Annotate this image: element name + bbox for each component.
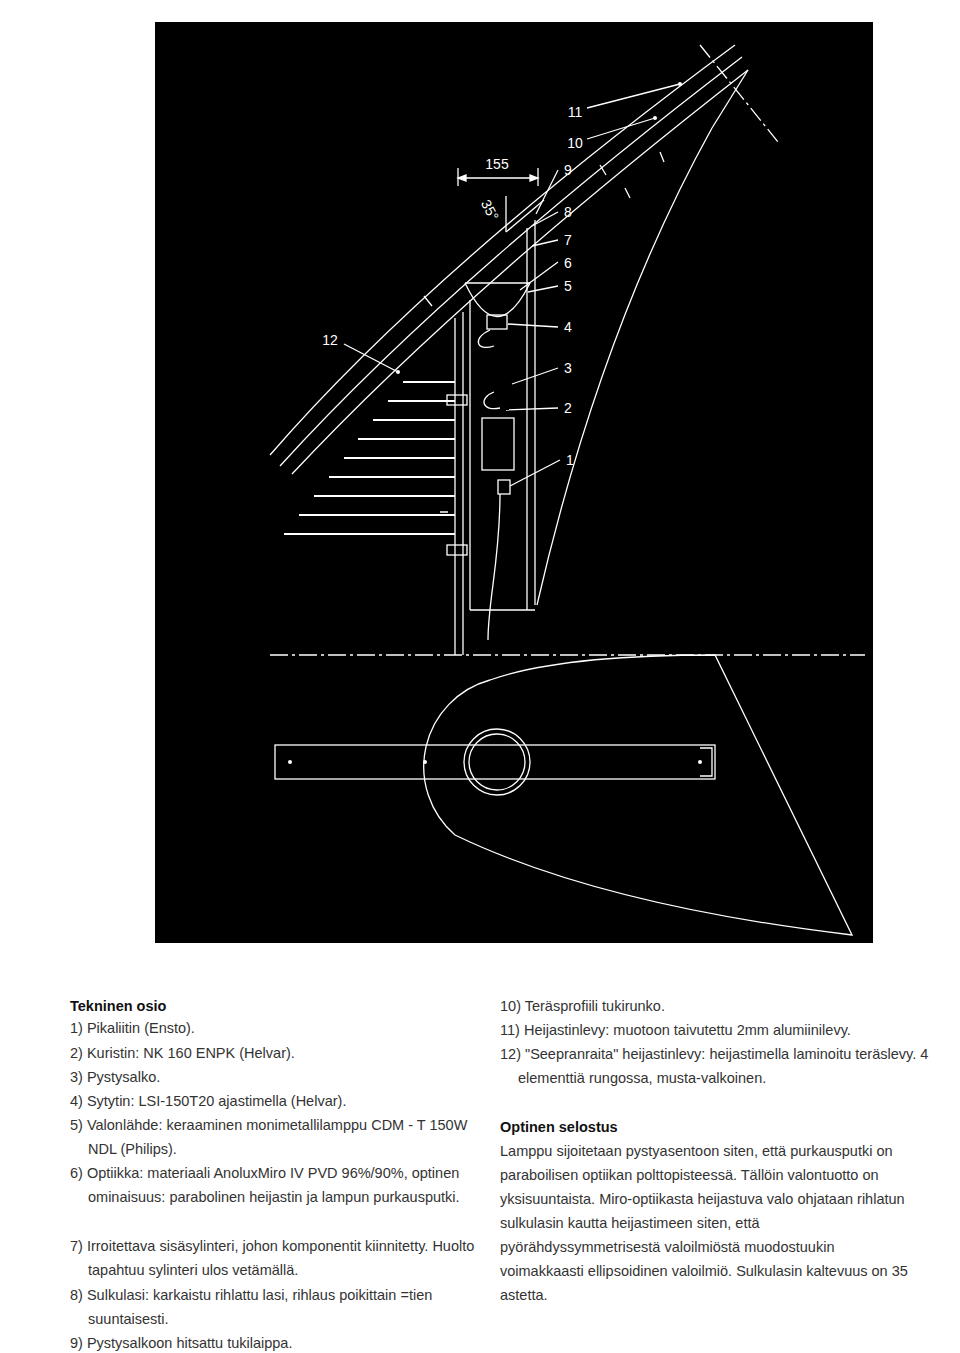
- cylinder: [470, 609, 535, 610]
- wire: [484, 392, 500, 409]
- spec-item: 5) Valonlähde: keraaminen monimetallilam…: [70, 1113, 488, 1161]
- spec-item: 3) Pystysalko.: [70, 1065, 488, 1089]
- zebra-stripe: [388, 400, 455, 402]
- body-text: Lamppu sijoitetaan pystyasentoon siten, …: [500, 1139, 920, 1307]
- callout-number: 7: [564, 232, 572, 248]
- pole-section: [464, 729, 530, 795]
- leader-line: [520, 262, 558, 290]
- zebra-stripe: [344, 457, 455, 459]
- leader-line: [536, 170, 558, 214]
- cylinder: [534, 220, 535, 605]
- section-heading: Optinen selostus: [500, 1115, 618, 1139]
- pole: [454, 318, 455, 655]
- zebra-stripe: [329, 476, 455, 478]
- callout-number: 4: [564, 319, 572, 335]
- optic: [465, 282, 530, 283]
- leader-dot: [678, 82, 682, 86]
- bolt-dot: [288, 760, 292, 764]
- angle-line: [505, 196, 506, 232]
- spec-item: 6) Optiikka: materiaali AnoluxMiro IV PV…: [70, 1161, 488, 1209]
- wire: [488, 494, 500, 640]
- connector: [498, 480, 510, 494]
- zebra-stripe: [373, 419, 455, 421]
- zebra-stripe: [314, 495, 455, 497]
- zebra-stripe: [358, 438, 455, 440]
- plan-outline: [424, 655, 852, 935]
- reflector-plate: [280, 57, 742, 466]
- leader-line: [512, 368, 558, 384]
- spec-item: 10) Teräsprofiili tukirunko.: [500, 994, 938, 1018]
- callout-number: 1: [566, 452, 574, 468]
- callout-number: 9: [564, 162, 572, 178]
- ballast: [482, 418, 514, 470]
- pole-section: [469, 734, 525, 790]
- bolt-dot: [423, 760, 427, 764]
- section-title: Tekninen osio: [70, 994, 166, 1018]
- spec-item: 4) Sytytin: LSI-150T20 ajastimella (Helv…: [70, 1089, 488, 1113]
- callout-number: 2: [564, 400, 572, 416]
- callout-number: 5: [564, 278, 572, 294]
- reflector-plate: [270, 45, 735, 455]
- leader-line: [506, 408, 558, 410]
- spec-item: 8) Sulkulasi: karkaistu rihlattu lasi, r…: [70, 1283, 488, 1331]
- zebra-stripe: [284, 533, 455, 535]
- callout-number: 8: [564, 204, 572, 220]
- callout-number: 3: [564, 360, 572, 376]
- spec-item: 11) Heijastinlevy: muotoon taivutettu 2m…: [500, 1018, 938, 1042]
- blade-edge: [537, 128, 712, 605]
- leader-dot: [653, 116, 657, 120]
- spec-item: 7) Irroitettava sisäsylinteri, johon kom…: [70, 1234, 488, 1282]
- leader-line: [587, 118, 655, 139]
- dimension-label: 155: [485, 156, 508, 172]
- axis-line: [270, 654, 865, 655]
- callout-number: 12: [322, 332, 338, 348]
- leader-line: [510, 460, 560, 486]
- spec-item: 1) Pikaliitin (Ensto).: [70, 1016, 488, 1040]
- flange: [447, 545, 467, 555]
- leader-line: [532, 212, 558, 226]
- optic: [465, 283, 530, 317]
- callout-number: 6: [564, 255, 572, 271]
- callout-number: 10: [567, 135, 583, 151]
- lamp-socket: [487, 315, 507, 329]
- zebra-stripe: [403, 381, 455, 383]
- leader-dot: [396, 370, 400, 374]
- wire: [478, 330, 494, 347]
- leader-line: [508, 324, 558, 327]
- drawing-ground: [155, 22, 873, 943]
- dimension-arrow: [458, 175, 538, 181]
- plan-bar: [275, 745, 715, 779]
- leader-line: [532, 240, 558, 246]
- leader-line: [587, 84, 680, 108]
- bolt-dot: [698, 760, 702, 764]
- cylinder: [469, 300, 470, 610]
- steel-frame: [292, 70, 748, 474]
- leader-line: [344, 344, 398, 372]
- angle-label: 35°: [478, 197, 502, 223]
- angle-line: [506, 200, 544, 232]
- spec-item: 12) "Seepranraita" heijastinlevy: heijas…: [500, 1042, 938, 1090]
- screw-mark: [424, 152, 664, 512]
- callout-number: 11: [568, 104, 583, 120]
- spec-item: 9) Pystysalkoon hitsattu tukilaippa.: [70, 1331, 488, 1353]
- spec-item: 2) Kuristin: NK 160 ENPK (Helvar).: [70, 1041, 488, 1065]
- pole: [462, 312, 463, 655]
- axis-line: [700, 45, 778, 142]
- zebra-stripe: [299, 514, 455, 516]
- leader-line: [528, 286, 558, 292]
